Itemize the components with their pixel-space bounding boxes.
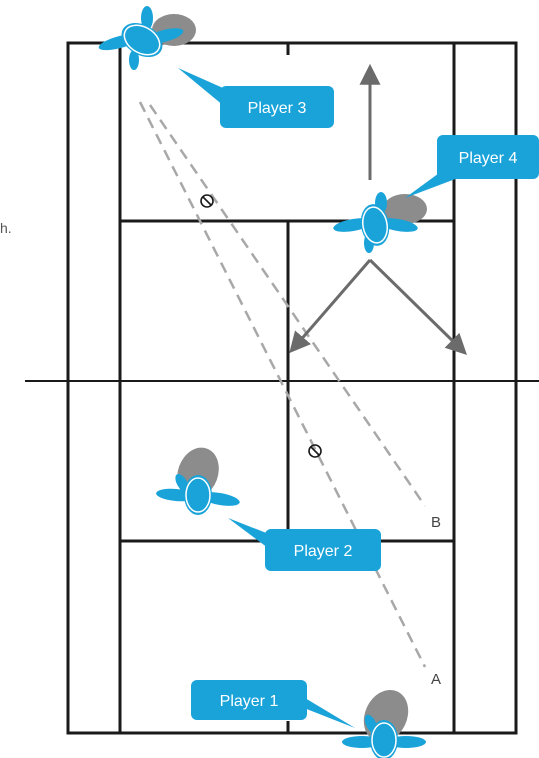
player-3-label: Player 3 bbox=[178, 68, 334, 128]
player-icon bbox=[333, 192, 427, 253]
player-3-label-text: Player 3 bbox=[248, 100, 307, 117]
point-label-a: A bbox=[431, 671, 441, 688]
player-4-label: Player 4 bbox=[405, 135, 539, 198]
dashed-path-to-b bbox=[148, 104, 427, 507]
cropped-text-fragment: h. bbox=[0, 220, 12, 236]
player-icon bbox=[156, 447, 240, 515]
player-icon bbox=[342, 689, 426, 758]
dashed-path-to-a bbox=[138, 101, 427, 668]
player-icon bbox=[98, 6, 196, 70]
arrow-icon bbox=[289, 259, 372, 354]
court-outer-boundary bbox=[66, 41, 518, 735]
shuttlecock-icon bbox=[308, 444, 322, 458]
player-1-label-text: Player 1 bbox=[220, 693, 279, 710]
player-1-label: Player 1 bbox=[191, 680, 355, 728]
arrow-icon bbox=[368, 258, 468, 355]
player-2-label: Player 2 bbox=[228, 518, 381, 571]
player-4-label-text: Player 4 bbox=[459, 150, 518, 167]
point-label-b: B bbox=[431, 514, 441, 531]
player-shadow bbox=[383, 194, 427, 224]
player-2-label-text: Player 2 bbox=[294, 543, 353, 560]
shuttlecock-icon bbox=[200, 194, 214, 208]
